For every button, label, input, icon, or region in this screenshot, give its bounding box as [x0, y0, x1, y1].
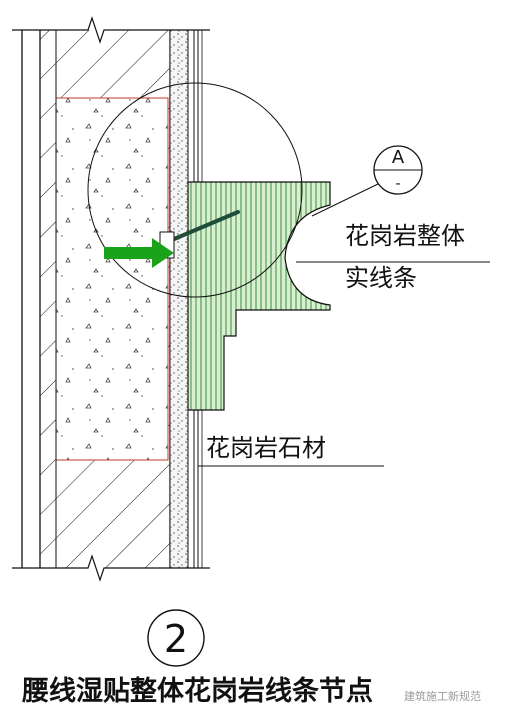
detail-number-badge: 2 — [147, 609, 205, 667]
detail-number: 2 — [164, 617, 188, 661]
label-granite-molding-line2: 实线条 — [345, 264, 417, 292]
callout-sub: - — [395, 176, 400, 192]
break-line-icon — [12, 16, 210, 582]
mortar-layer — [169, 29, 189, 569]
callout-letter: A — [392, 147, 405, 168]
label-granite-stone: 花岗岩石材 — [206, 434, 326, 462]
caption: 腰线湿贴整体花岗岩线条节点 — [21, 676, 373, 707]
section-callout: A - — [311, 145, 423, 217]
label-granite-molding-line1: 花岗岩整体 — [345, 222, 465, 250]
granite-molding — [187, 181, 331, 411]
watermark: 建筑施工新规范 — [404, 689, 481, 703]
detail-circle — [87, 82, 303, 298]
arrow-right-icon — [104, 238, 174, 268]
wall-section — [21, 30, 171, 568]
